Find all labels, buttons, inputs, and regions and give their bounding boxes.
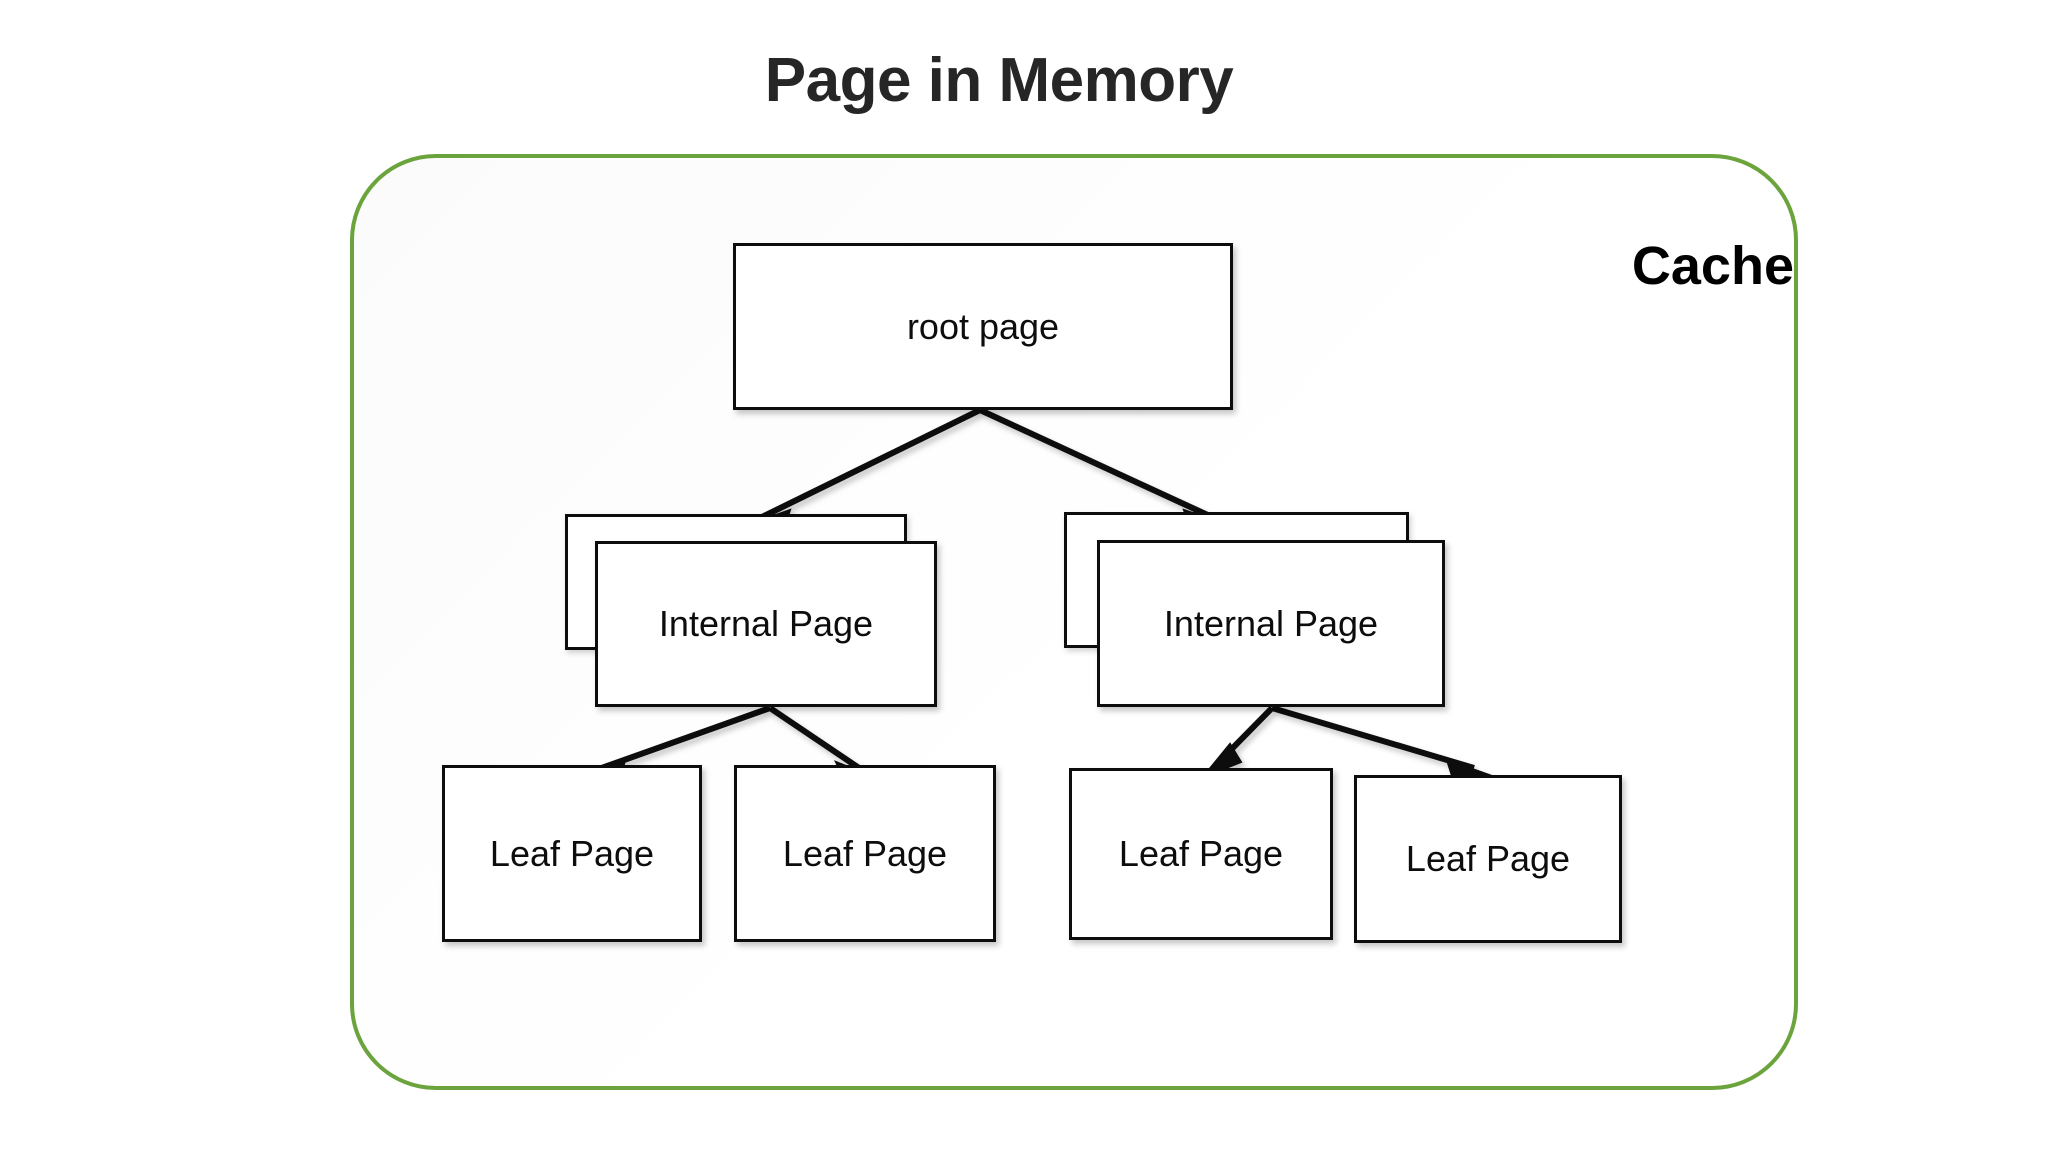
- node-root-page-label: root page: [906, 305, 1060, 347]
- node-internal-page-left-label: Internal Page: [658, 603, 874, 644]
- node-leaf-page-3-label: Leaf Page: [1118, 833, 1284, 874]
- cache-label: Cache: [1631, 236, 1794, 296]
- node-root-page[interactable]: root page: [733, 243, 1233, 410]
- node-internal-page-left[interactable]: Internal Page: [595, 541, 937, 707]
- node-leaf-page-2[interactable]: Leaf Page: [734, 765, 996, 942]
- node-internal-page-right[interactable]: Internal Page: [1097, 540, 1445, 707]
- node-leaf-page-2-label: Leaf Page: [782, 832, 948, 874]
- node-leaf-page-1[interactable]: Leaf Page: [442, 765, 702, 942]
- node-leaf-page-4-label: Leaf Page: [1405, 838, 1571, 879]
- node-internal-page-right-label: Internal Page: [1163, 602, 1379, 644]
- node-leaf-page-1-label: Leaf Page: [489, 832, 655, 874]
- node-leaf-page-4[interactable]: Leaf Page: [1354, 775, 1622, 943]
- page-title: Page in Memory: [764, 46, 1234, 115]
- node-leaf-page-3[interactable]: Leaf Page: [1069, 768, 1333, 940]
